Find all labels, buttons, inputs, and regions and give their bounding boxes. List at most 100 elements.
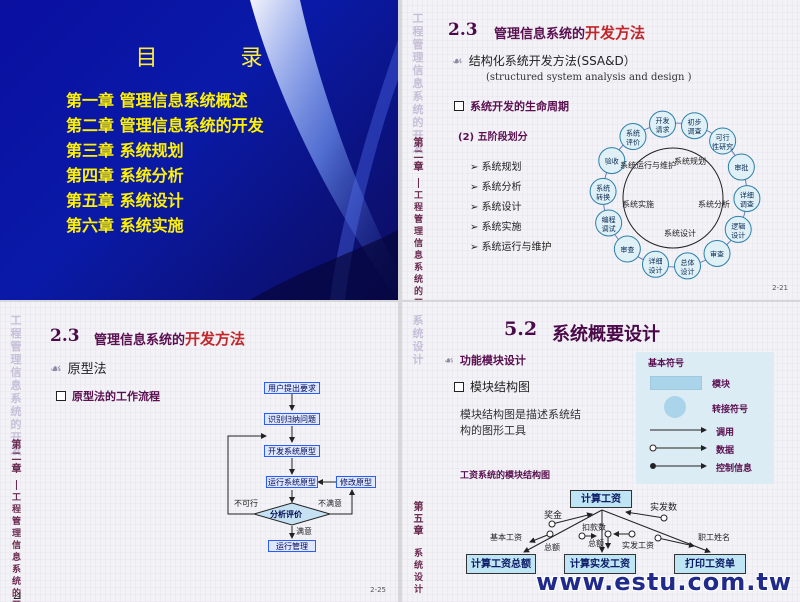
checkbox-icon: [454, 101, 464, 111]
section-number: 5.2: [504, 318, 538, 340]
cycle-node-label: 性研究: [712, 142, 733, 151]
label-satisfied: 满意: [296, 526, 312, 536]
leaf-icon: ☙: [50, 362, 62, 377]
flow-label: 总额: [544, 542, 560, 552]
flow-box[interactable]: 识别归纳问题: [264, 413, 320, 425]
section-text: 模块结构图: [470, 380, 531, 394]
flow-box-modify[interactable]: 修改原型: [336, 476, 376, 488]
watermark-logo: www.estu.com.tw: [536, 568, 792, 596]
leaf-icon: ☙: [452, 54, 463, 68]
inner-ring: [622, 147, 724, 249]
resize-grip-icon[interactable]: ⊿: [12, 588, 23, 602]
section-number: 2.3: [50, 326, 80, 346]
swoosh-decoration: [250, 0, 398, 300]
side-band: 工程管理信息系统的开发 第二章 工程管理信息系统的开发: [406, 0, 430, 300]
section-heading: 模块结构图: [454, 378, 530, 395]
chapter-item[interactable]: 第一章 管理信息系统概述: [66, 91, 248, 110]
heading-part: 管理信息系统的: [494, 27, 586, 42]
label-not-satisfied: 不满意: [318, 498, 342, 508]
cycle-node[interactable]: [613, 235, 641, 263]
label-not-feasible: 不可行: [234, 498, 258, 508]
cycle-node[interactable]: [619, 123, 647, 151]
cycle-node-label: 转换: [596, 192, 610, 201]
slide-prototype[interactable]: 工程管理信息系统的开发 第二章 工程管理信息系统的开发 2.3 管理信息系统的开…: [0, 302, 398, 602]
module-print-payslip[interactable]: 打印工资单: [674, 554, 746, 574]
cycle-node[interactable]: [589, 177, 617, 205]
cycle-node[interactable]: [733, 185, 761, 213]
side-chapter: 第二章: [11, 440, 22, 475]
flow-box[interactable]: 运行管理: [268, 540, 316, 552]
inner-label: 系统实施: [622, 199, 654, 209]
cycle-nodes: 开发请求初步调查可行性研究审批详细调查逻辑设计审查总体设计详细设计审查编程调试系…: [589, 110, 761, 280]
legend-symbols: [649, 427, 707, 469]
side-band: 工程管理信息系统的开发 第二章 工程管理信息系统的开发: [4, 302, 28, 602]
flow-label: 实发工资: [622, 540, 654, 550]
section-heading: 系统开发的生命周期: [454, 98, 569, 114]
cycle-node-label: 开发: [655, 116, 669, 125]
cycle-node-label: 审查: [710, 249, 724, 258]
legend-label: 模块: [712, 380, 731, 390]
side-chapter: 第二章: [413, 138, 424, 173]
chapter-item[interactable]: 第五章 系统设计: [66, 191, 184, 210]
contents-title: 目 录: [135, 46, 301, 71]
module-symbol: [650, 376, 702, 390]
cycle-node-label: 调查: [688, 127, 702, 136]
module-calc-total[interactable]: 计算工资总额: [466, 554, 536, 574]
sub-heading: (2) 五阶段划分: [458, 132, 528, 143]
flow-label: 总额: [588, 538, 604, 548]
slide-contents[interactable]: 目 录 第一章 管理信息系统概述 第二章 管理信息系统的开发 第三章 系统规划 …: [0, 0, 398, 300]
flow-box[interactable]: 开发系统原型: [264, 445, 320, 457]
chapter-list: 第一章 管理信息系统概述 第二章 管理信息系统的开发 第三章 系统规划 第四章 …: [66, 88, 264, 238]
flow-box[interactable]: 用户提出要求: [264, 382, 320, 394]
cycle-node[interactable]: [709, 127, 737, 155]
stage-item: ➢ 系统分析: [470, 182, 522, 193]
cycle-node[interactable]: [598, 147, 626, 175]
heading-highlight: 开发方法: [585, 24, 646, 42]
slide-lifecycle[interactable]: 工程管理信息系统的开发 第二章 工程管理信息系统的开发 2.3 管理信息系统的开…: [402, 0, 800, 300]
cycle-node[interactable]: [641, 250, 669, 278]
legend-label: 数据: [716, 446, 735, 456]
cycle-node-label: 初步: [688, 118, 702, 127]
cycle-node[interactable]: [674, 252, 702, 280]
side-chapter: 第五章: [413, 502, 424, 537]
cycle-node-label: 总体: [681, 258, 695, 267]
legend-label: 转接符号: [712, 405, 749, 415]
chapter-item[interactable]: 第二章 管理信息系统的开发: [66, 116, 264, 135]
bullet-line: ☙结构化系统开发方法(SSA&D）: [452, 52, 636, 69]
lifecycle-diagram: 开发请求初步调查可行性研究审批详细调查逻辑设计审查总体设计详细设计审查编程调试系…: [589, 110, 761, 280]
cycle-node[interactable]: [724, 215, 752, 243]
cycle-node[interactable]: [595, 209, 623, 237]
side-subtitle: 工程管理信息系统的开发: [11, 493, 21, 602]
heading-part: 管理信息系统的: [94, 333, 186, 348]
heading: 系统概要设计: [552, 324, 660, 345]
cycle-node-label: 设计: [731, 230, 745, 239]
slide-module-design[interactable]: 系统设计 第五章 系统设计 5.2 系统概要设计 ☙功能模块设计 模块结构图 模…: [402, 302, 800, 602]
bullet-text: 功能模块设计: [459, 354, 526, 367]
cycle-node[interactable]: [681, 112, 709, 140]
cycle-node[interactable]: [648, 110, 676, 138]
module-calc-net[interactable]: 计算实发工资: [564, 554, 636, 574]
cycle-node[interactable]: [703, 239, 731, 267]
stage-item: ➢ 系统设计: [470, 202, 522, 213]
inner-label: 系统运行与维护: [620, 160, 676, 170]
stage-text: 系统分析: [481, 182, 522, 193]
flow-label: 扣款数: [582, 522, 606, 532]
side-subtitle: 系统设计: [413, 549, 423, 595]
cycle-node-label: 详细: [648, 256, 662, 265]
section-heading: 原型法的工作流程: [56, 388, 160, 404]
cycle-node-label: 调查: [740, 200, 754, 209]
leaf-icon: ☙: [444, 354, 454, 367]
flow-box[interactable]: 运行系统原型: [266, 476, 318, 488]
chapter-item[interactable]: 第三章 系统规划: [66, 141, 184, 160]
module-calc-pay[interactable]: 计算工资: [570, 490, 632, 508]
cycle-node-label: 评价: [626, 139, 640, 147]
cycle-node[interactable]: [727, 153, 755, 181]
cycle-node-label: 设计: [681, 267, 695, 276]
chapter-item[interactable]: 第六章 系统实施: [66, 216, 184, 235]
legend-title: 基本符号: [648, 359, 685, 369]
cycle-node-label: 详细: [740, 191, 754, 200]
description-line: 构的图形工具: [460, 424, 526, 437]
cycle-node-label: 逻辑: [731, 221, 745, 230]
chapter-item[interactable]: 第四章 系统分析: [66, 166, 184, 185]
